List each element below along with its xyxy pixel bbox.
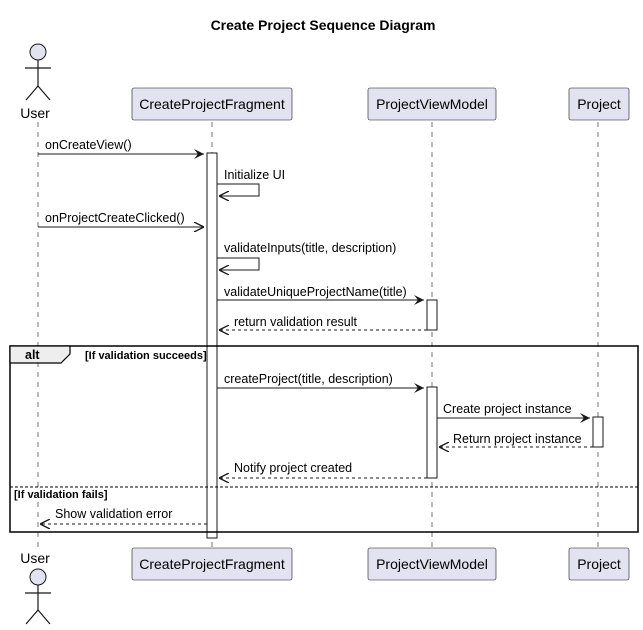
- actor-user-bottom: User: [20, 550, 51, 625]
- actor-user-top: User: [20, 43, 51, 121]
- message-label: Show validation error: [55, 507, 172, 521]
- participant-project-label-top: Project: [577, 96, 621, 112]
- alt-guard-fail: [If validation fails]: [14, 489, 108, 501]
- message-notify-project-created: Notify project created: [219, 461, 427, 478]
- message-return-validation-result: return validation result: [219, 315, 427, 330]
- message-create-project-instance: Create project instance: [437, 402, 590, 423]
- participant-user-label-bottom: User: [20, 550, 50, 566]
- message-onprojectcreateclicked: onProjectCreateClicked(): [38, 211, 204, 227]
- actor-head-icon: [29, 43, 47, 61]
- message-validateinputs: validateInputs(title, description): [217, 241, 396, 270]
- message-label: Return project instance: [453, 432, 582, 446]
- participant-project-bottom: Project: [568, 547, 630, 581]
- message-label: createProject(title, description): [224, 372, 393, 386]
- activation-project: [592, 416, 604, 448]
- message-label: validateUniqueProjectName(title): [224, 285, 407, 299]
- message-oncreateview: onCreateView(): [38, 138, 204, 159]
- participant-project-top: Project: [568, 87, 630, 121]
- message-label: onCreateView(): [45, 138, 132, 152]
- participant-fragment-label-bottom: CreateProjectFragment: [139, 556, 285, 572]
- alt-keyword: alt: [25, 348, 40, 362]
- message-createproject: createProject(title, description): [217, 372, 424, 393]
- message-validateuniqueprojectname: validateUniqueProjectName(title): [217, 285, 424, 305]
- participant-project-label-bottom: Project: [577, 556, 621, 572]
- message-label: validateInputs(title, description): [224, 241, 396, 255]
- message-initialize-ui: Initialize UI: [217, 168, 285, 196]
- message-label: Create project instance: [443, 402, 572, 416]
- message-show-validation-error: Show validation error: [40, 507, 207, 524]
- participant-viewmodel-top: ProjectViewModel: [367, 87, 497, 121]
- participant-viewmodel-label-bottom: ProjectViewModel: [376, 556, 488, 572]
- message-return-project-instance: Return project instance: [439, 432, 593, 447]
- participant-user-label-top: User: [20, 105, 50, 121]
- participant-fragment-bottom: CreateProjectFragment: [131, 547, 293, 581]
- message-label: return validation result: [234, 315, 358, 329]
- participant-viewmodel-bottom: ProjectViewModel: [367, 547, 497, 581]
- message-label: Initialize UI: [224, 168, 285, 182]
- message-label: onProjectCreateClicked(): [45, 211, 185, 225]
- participant-fragment-top: CreateProjectFragment: [131, 87, 293, 121]
- activation-viewmodel-validate: [426, 299, 438, 331]
- activation-viewmodel-create: [426, 386, 438, 479]
- alt-guard-success: [If validation succeeds]: [85, 350, 207, 362]
- participant-viewmodel-label-top: ProjectViewModel: [376, 96, 488, 112]
- participant-fragment-label-top: CreateProjectFragment: [139, 96, 285, 112]
- message-label: Notify project created: [234, 461, 352, 475]
- actor-head-icon: [29, 568, 47, 586]
- diagram-title: Create Project Sequence Diagram: [211, 17, 436, 33]
- alt-fragment: alt [If validation succeeds] [If validat…: [9, 345, 639, 533]
